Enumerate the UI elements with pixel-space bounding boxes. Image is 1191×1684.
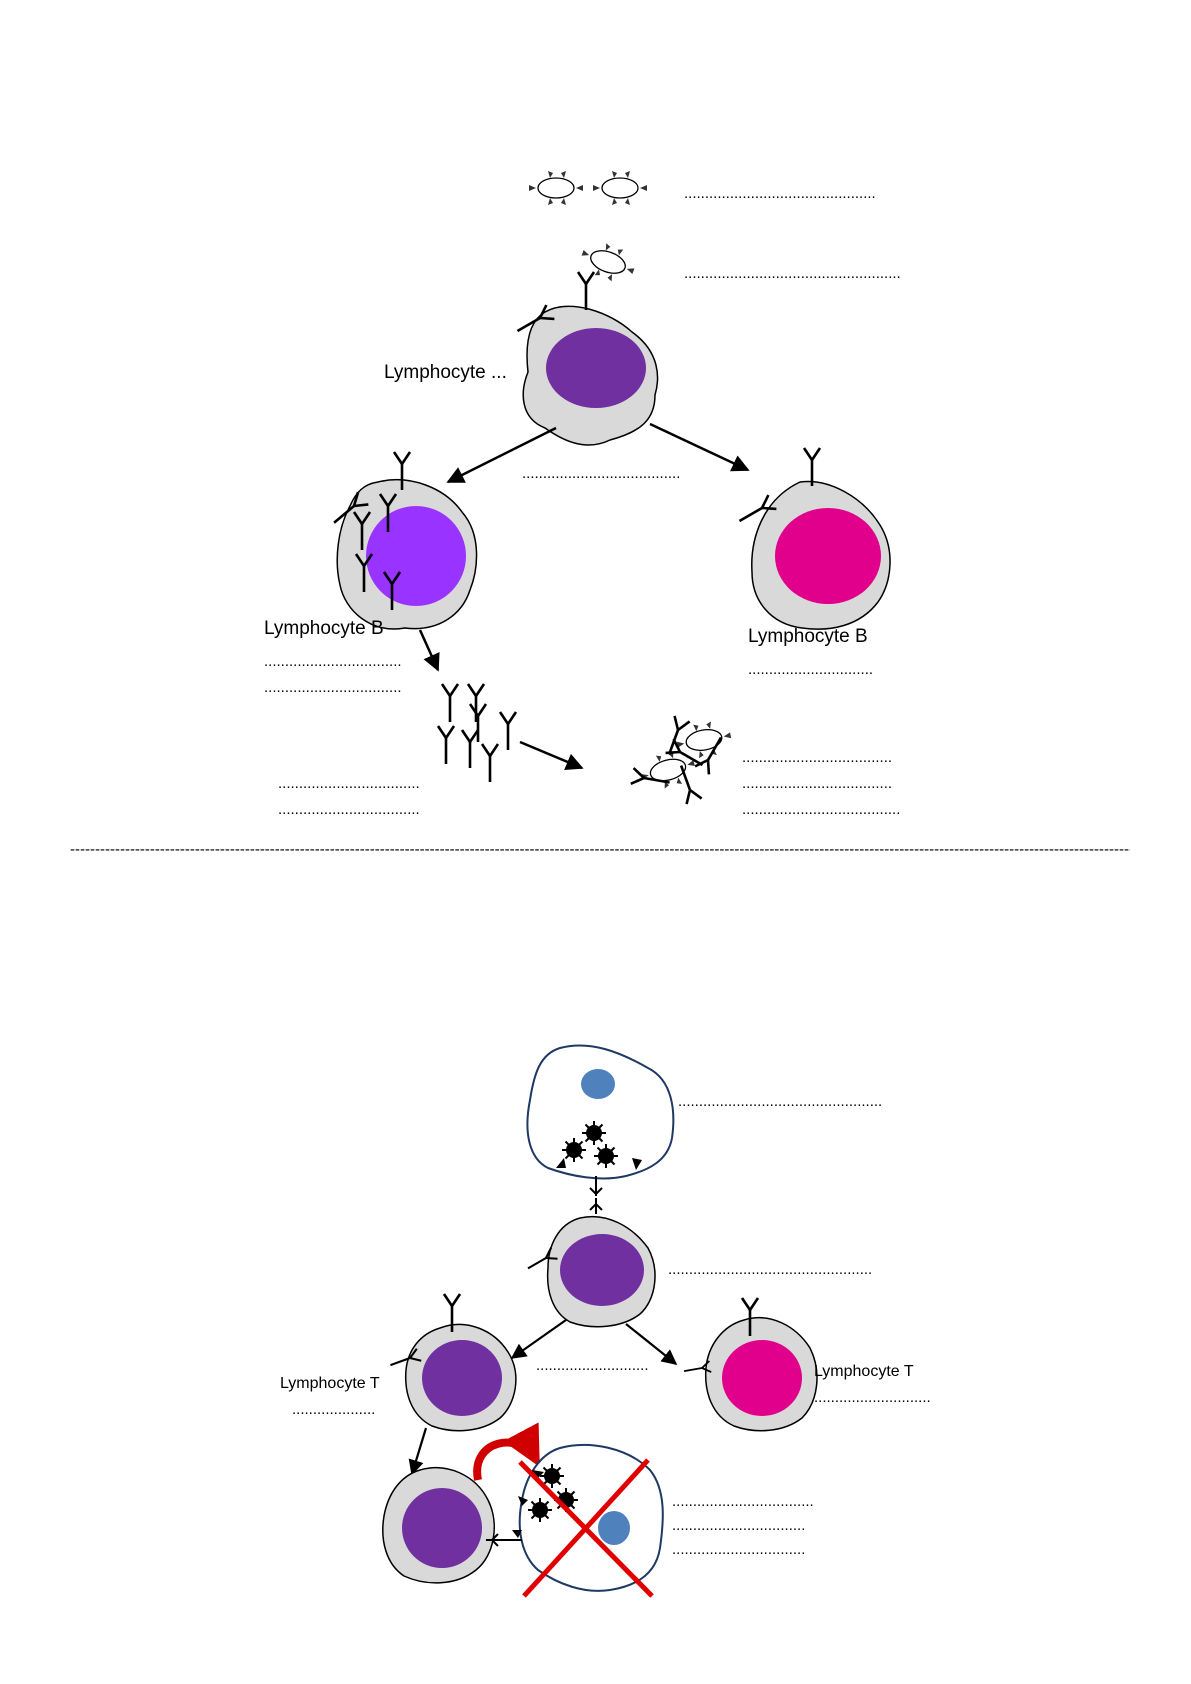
killer-t-lymphocyte — [382, 1466, 495, 1584]
antibodies-blank-1: .................................. — [278, 776, 420, 792]
naive-b-lymphocyte — [522, 305, 659, 446]
division-arrow-right — [649, 422, 750, 472]
activation-arrow — [408, 1427, 428, 1476]
t-division-arrow-left — [510, 1319, 567, 1359]
antigen-icon — [592, 170, 648, 206]
naive-t-blank: ........................................… — [668, 1262, 873, 1278]
memory-b-label: Lymphocyte B — [748, 626, 868, 647]
cytotoxic-t-label: Lymphocyte T — [280, 1375, 380, 1392]
antibodies-group — [436, 682, 518, 784]
destruction-cross-icon — [518, 1458, 654, 1598]
t-division-blank: ........................... — [536, 1358, 649, 1374]
bound-antigen-icon — [576, 236, 640, 288]
complex-blank-3: ...................................... — [742, 802, 901, 818]
memory-b-blank: .............................. — [748, 662, 874, 678]
memory-t-blank: ............................ — [814, 1390, 931, 1406]
memory-t-label: Lymphocyte T — [814, 1363, 914, 1380]
effector-b-label: Lymphocyte B — [264, 618, 384, 639]
attack-arrow — [473, 1422, 540, 1481]
effector-b-blank-1: ................................. — [264, 654, 402, 670]
memory-t-lymphocyte — [704, 1316, 818, 1432]
lysis-blank-2: ................................ — [672, 1518, 806, 1534]
cytotoxic-t-blank: .................... — [292, 1402, 376, 1418]
receptor-icon — [802, 446, 822, 488]
tcr-docking — [589, 1176, 603, 1214]
cytotoxic-t-lymphocyte — [404, 1323, 517, 1432]
t-division-arrow-right — [625, 1323, 678, 1365]
effector-b-blank-2: ................................. — [264, 680, 402, 696]
plasmocyte-cell — [336, 478, 478, 630]
lysis-blank-1: .................................. — [672, 1494, 814, 1510]
section-separator: ----------------------------------------… — [70, 842, 1130, 858]
naive-t-lymphocyte — [546, 1215, 656, 1328]
antigen-icon — [528, 170, 584, 206]
antigen-blank: ........................................… — [684, 186, 876, 202]
killer-docking — [486, 1533, 522, 1547]
naive-lymphocyte-label: Lymphocyte ... — [384, 362, 507, 383]
infected-cell-blank: ........................................… — [678, 1094, 883, 1110]
immune-complex — [629, 714, 735, 806]
lysis-blank-3: ................................ — [672, 1542, 806, 1558]
antibodies-blank-2: .................................. — [278, 802, 420, 818]
memory-b-lymphocyte — [751, 480, 891, 630]
binding-blank: ........................................… — [684, 266, 901, 282]
division-blank: ...................................... — [522, 466, 681, 482]
infected-cell — [526, 1044, 675, 1180]
complex-blank-2: .................................... — [742, 776, 893, 792]
secretion-arrow — [418, 629, 440, 672]
neutralisation-arrow — [519, 740, 584, 770]
complex-blank-1: .................................... — [742, 750, 893, 766]
receptor-icon — [576, 270, 596, 312]
division-arrow-left — [446, 426, 557, 484]
